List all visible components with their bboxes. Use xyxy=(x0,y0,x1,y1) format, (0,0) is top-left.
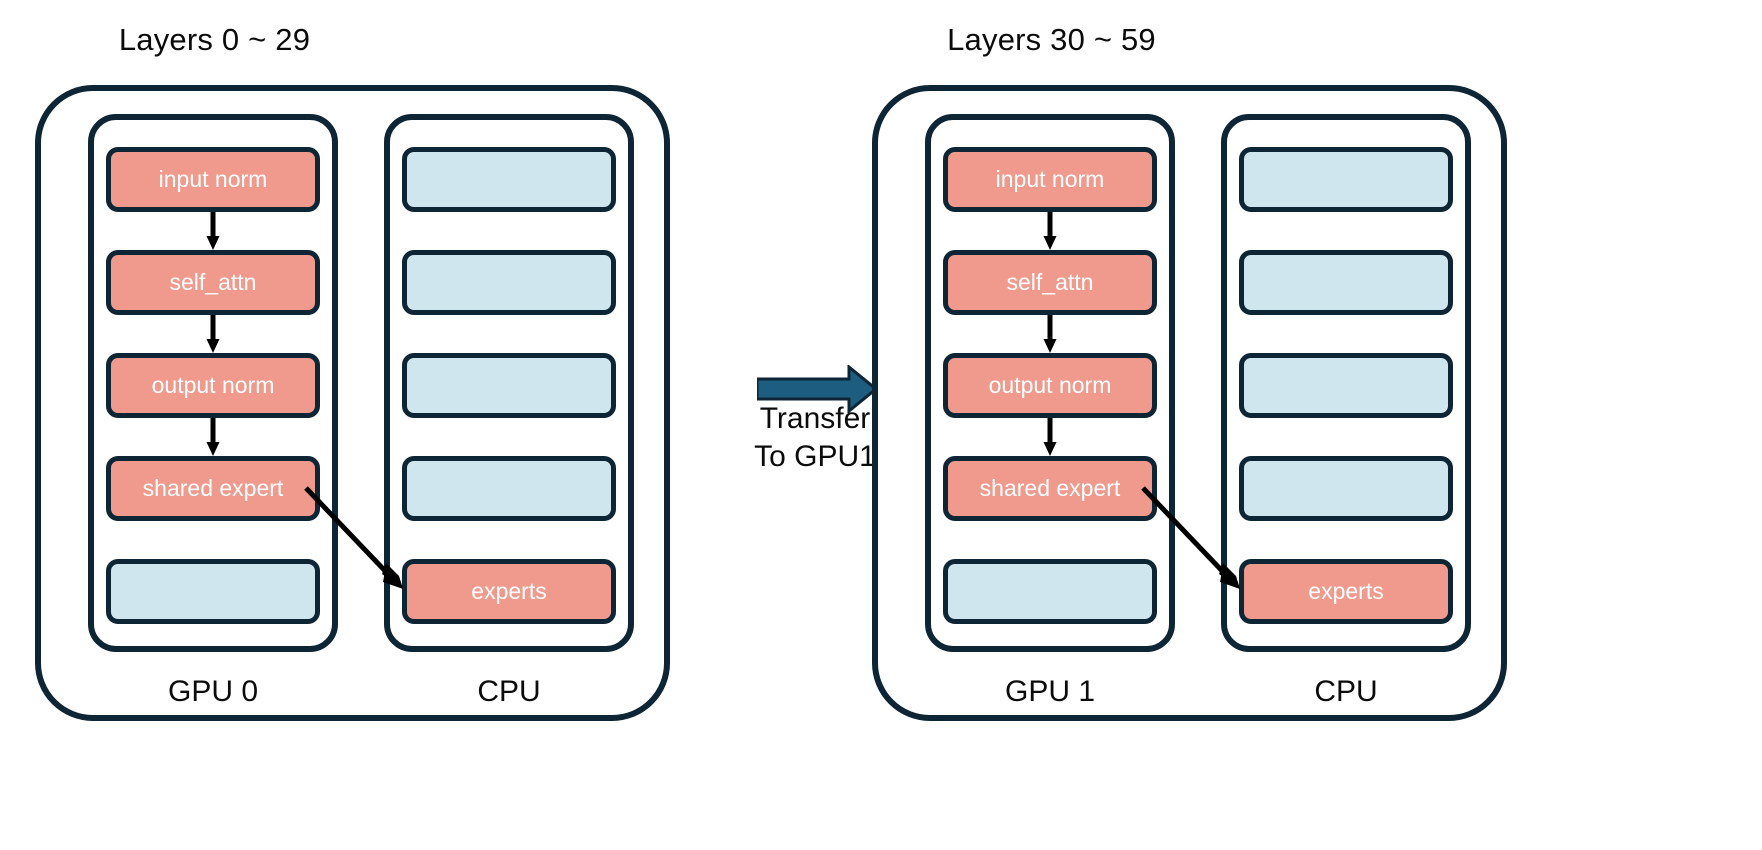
transfer-label: Transfer To GPU1 xyxy=(690,400,940,476)
block-output-norm[interactable]: output norm xyxy=(106,353,320,418)
block-cpu-placeholder[interactable] xyxy=(402,353,616,418)
block-cpu-placeholder[interactable] xyxy=(1239,353,1453,418)
transfer-arrow-icon xyxy=(757,365,877,413)
block-label: experts xyxy=(1308,578,1384,604)
block-experts[interactable]: experts xyxy=(1239,559,1453,624)
block-label: self_attn xyxy=(1006,269,1094,295)
cpu-column-left: experts xyxy=(384,114,634,652)
arrow-down-icon xyxy=(206,418,220,456)
block-cpu-placeholder[interactable] xyxy=(1239,250,1453,315)
cpu-column-right: experts xyxy=(1221,114,1471,652)
group-title-right: Layers 30 ~ 59 xyxy=(947,22,1156,57)
block-label: self_attn xyxy=(169,269,257,295)
gpu-column-right: input norm self_attn output norm xyxy=(925,114,1175,652)
block-shared-expert[interactable]: shared expert xyxy=(106,456,320,521)
host-label-cpu-left: CPU xyxy=(477,675,541,708)
transfer-label-line2: To GPU1 xyxy=(754,440,876,473)
block-label: shared expert xyxy=(979,475,1121,501)
arrow-down-icon xyxy=(1043,315,1057,353)
group-gpu0: Layers 0 ~ 29 input norm self_attn xyxy=(35,22,670,721)
block-label: experts xyxy=(471,578,547,604)
arrow-down-icon xyxy=(206,315,220,353)
group-gpu1: Layers 30 ~ 59 input norm self_attn xyxy=(872,22,1507,721)
block-cpu-placeholder[interactable] xyxy=(402,147,616,212)
arrow-down-icon xyxy=(1043,212,1057,250)
device-label-gpu1: GPU 1 xyxy=(1004,675,1096,708)
block-label: shared expert xyxy=(142,475,284,501)
block-gpu-placeholder[interactable] xyxy=(106,559,320,624)
block-label: output norm xyxy=(988,372,1112,398)
arrow-down-icon xyxy=(1043,418,1057,456)
block-label: input norm xyxy=(158,166,268,192)
group-title-left: Layers 0 ~ 29 xyxy=(118,22,311,57)
block-self-attn[interactable]: self_attn xyxy=(106,250,320,315)
block-input-norm[interactable]: input norm xyxy=(943,147,1157,212)
device-label-gpu0: GPU 0 xyxy=(167,675,259,708)
block-label: output norm xyxy=(151,372,275,398)
block-shared-expert[interactable]: shared expert xyxy=(943,456,1157,521)
arrow-down-icon xyxy=(206,212,220,250)
block-label: input norm xyxy=(995,166,1105,192)
block-cpu-placeholder[interactable] xyxy=(402,250,616,315)
gpu-column-left: input norm self_attn output norm xyxy=(88,114,338,652)
block-input-norm[interactable]: input norm xyxy=(106,147,320,212)
block-cpu-placeholder[interactable] xyxy=(402,456,616,521)
host-label-cpu-right: CPU xyxy=(1314,675,1378,708)
block-experts[interactable]: experts xyxy=(402,559,616,624)
block-self-attn[interactable]: self_attn xyxy=(943,250,1157,315)
block-cpu-placeholder[interactable] xyxy=(1239,456,1453,521)
block-cpu-placeholder[interactable] xyxy=(1239,147,1453,212)
block-output-norm[interactable]: output norm xyxy=(943,353,1157,418)
block-gpu-placeholder[interactable] xyxy=(943,559,1157,624)
transfer-label-line1: Transfer xyxy=(759,402,871,435)
